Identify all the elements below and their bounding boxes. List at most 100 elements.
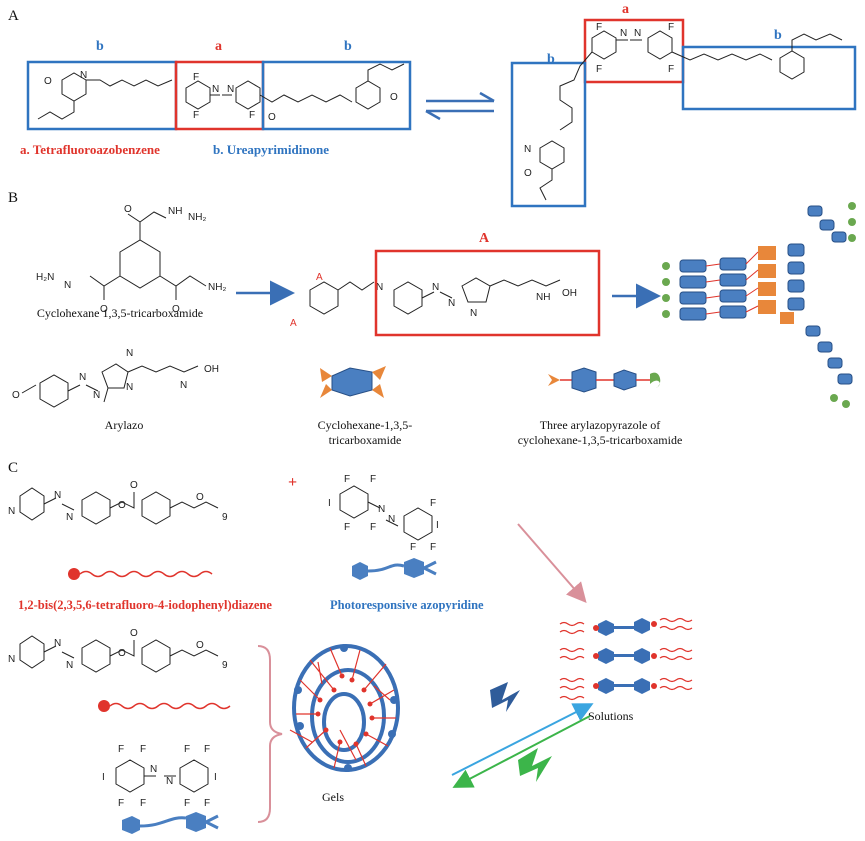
svg-text:F: F bbox=[430, 542, 436, 553]
svg-text:N: N bbox=[388, 514, 395, 525]
svg-text:O: O bbox=[124, 204, 132, 215]
svg-text:N: N bbox=[376, 282, 383, 293]
arrow-pink bbox=[517, 523, 587, 604]
label-photoresponsive-azopyridine: Photoresponsive azopyridine bbox=[330, 598, 484, 612]
svg-text:9: 9 bbox=[222, 512, 228, 523]
molecule-tetrafluoroiodophenyl-diazene-top bbox=[339, 485, 433, 541]
svg-text:N: N bbox=[150, 764, 157, 775]
svg-text:I: I bbox=[214, 772, 217, 783]
molecule-cyclohexane-tricarboxamide bbox=[89, 211, 207, 300]
svg-text:F: F bbox=[118, 744, 124, 755]
svg-text:F: F bbox=[184, 744, 190, 755]
svg-text:A: A bbox=[316, 272, 323, 283]
svg-text:NH: NH bbox=[168, 206, 182, 217]
svg-text:N: N bbox=[8, 654, 15, 665]
molecule-arylazopyrazole-tricarboxamide bbox=[309, 277, 561, 315]
box-label-b-right-top: b bbox=[774, 28, 782, 43]
svg-text:N: N bbox=[126, 382, 133, 393]
arrow-vis-to-gels bbox=[452, 715, 591, 788]
box-label-b-right-side: b bbox=[547, 52, 555, 67]
svg-text:N: N bbox=[54, 638, 61, 649]
box-ureapyrimidinone-right-top bbox=[681, 45, 857, 111]
legend-ureapyrimidinone: b. Ureapyrimidinone bbox=[213, 142, 330, 157]
bracket bbox=[257, 645, 283, 823]
label-gels: Gels bbox=[322, 790, 344, 804]
svg-text:N: N bbox=[227, 84, 234, 95]
svg-text:N: N bbox=[180, 380, 187, 391]
svg-text:O: O bbox=[130, 628, 138, 639]
svg-text:F: F bbox=[668, 22, 674, 33]
label-tetrafluoroiodophenyl-diazene: 1,2-bis(2,3,5,6-tetrafluoro-4-iodophenyl… bbox=[18, 598, 272, 612]
box-ureapyrimidinone-right-side bbox=[510, 61, 587, 208]
cartoon-three-arylazopyrazole bbox=[548, 367, 661, 393]
solutions-strands bbox=[559, 617, 693, 701]
svg-text:N: N bbox=[93, 390, 100, 401]
cartoon-red-chain-bottom bbox=[98, 700, 231, 712]
svg-text:O: O bbox=[172, 304, 180, 315]
svg-text:F: F bbox=[140, 744, 146, 755]
svg-text:N: N bbox=[66, 512, 73, 523]
arrow-uv-to-solutions bbox=[451, 703, 594, 776]
gels-network bbox=[289, 644, 400, 772]
label-cartoon-three-arylazopyrazole: Three arylazopyrazole of cyclohexane-1,3… bbox=[517, 418, 683, 447]
molecule-trans-sketch bbox=[37, 63, 405, 120]
svg-text:N: N bbox=[634, 28, 641, 39]
svg-text:O: O bbox=[100, 304, 108, 315]
label-solutions: Solutions bbox=[588, 709, 634, 723]
svg-text:F: F bbox=[668, 64, 674, 75]
cartoon-blue-azopyridine-top bbox=[352, 558, 437, 580]
label-cartoon-tricarboxamide: Cyclohexane-1,3,5- tricarboxamide bbox=[317, 418, 413, 447]
svg-text:I: I bbox=[328, 498, 331, 509]
svg-text:N: N bbox=[212, 84, 219, 95]
svg-text:F: F bbox=[184, 798, 190, 809]
box-ureapyrimidinone-mid bbox=[261, 60, 412, 131]
svg-text:F: F bbox=[193, 110, 199, 121]
svg-text:N: N bbox=[448, 298, 455, 309]
svg-text:O: O bbox=[196, 640, 204, 651]
svg-text:NH: NH bbox=[536, 292, 550, 303]
cartoon-tricarboxamide bbox=[320, 366, 386, 398]
svg-text:OH: OH bbox=[204, 364, 219, 375]
label-cyclohexane: Cyclohexane 1,3,5-tricarboxamide bbox=[36, 306, 204, 320]
svg-text:N: N bbox=[80, 70, 87, 81]
svg-text:O: O bbox=[118, 500, 126, 511]
svg-text:A: A bbox=[290, 318, 297, 329]
svg-text:O: O bbox=[268, 112, 276, 123]
svg-text:F: F bbox=[140, 798, 146, 809]
molecule-tetrafluoroiodophenyl-diazene-bottom bbox=[115, 759, 209, 793]
svg-text:F: F bbox=[193, 72, 199, 83]
svg-text:N: N bbox=[79, 372, 86, 383]
panel-letter-c: C bbox=[8, 460, 19, 476]
svg-text:O: O bbox=[390, 92, 398, 103]
box-arylazopyrazole bbox=[374, 249, 601, 337]
svg-text:F: F bbox=[118, 798, 124, 809]
svg-text:O: O bbox=[196, 492, 204, 503]
svg-text:F: F bbox=[410, 542, 416, 553]
svg-text:F: F bbox=[370, 474, 376, 485]
molecule-azopyridine-top bbox=[19, 487, 219, 525]
svg-text:I: I bbox=[436, 520, 439, 531]
svg-text:N: N bbox=[432, 282, 439, 293]
box-label-a-right: a bbox=[622, 2, 629, 17]
svg-text:F: F bbox=[344, 522, 350, 533]
svg-text:F: F bbox=[204, 744, 210, 755]
box-label-a: a bbox=[215, 39, 222, 54]
svg-text:O: O bbox=[12, 390, 20, 401]
svg-text:F: F bbox=[370, 522, 376, 533]
svg-text:O: O bbox=[130, 480, 138, 491]
svg-text:9: 9 bbox=[222, 660, 228, 671]
svg-text:OH: OH bbox=[562, 288, 577, 299]
svg-text:N: N bbox=[378, 504, 385, 515]
svg-text:N: N bbox=[470, 308, 477, 319]
panel-letter-b: B bbox=[8, 190, 19, 206]
lightning-icon-blue bbox=[490, 682, 520, 712]
box-ureapyrimidinone-left bbox=[26, 60, 178, 131]
box-label-b-left: b bbox=[96, 39, 104, 54]
svg-text:F: F bbox=[596, 64, 602, 75]
molecule-azopyridine-bottom bbox=[19, 635, 219, 673]
svg-text:N: N bbox=[54, 490, 61, 501]
svg-text:NH₂: NH₂ bbox=[208, 282, 226, 293]
equilibrium-arrows bbox=[425, 91, 495, 121]
svg-text:H₂N: H₂N bbox=[36, 272, 54, 283]
